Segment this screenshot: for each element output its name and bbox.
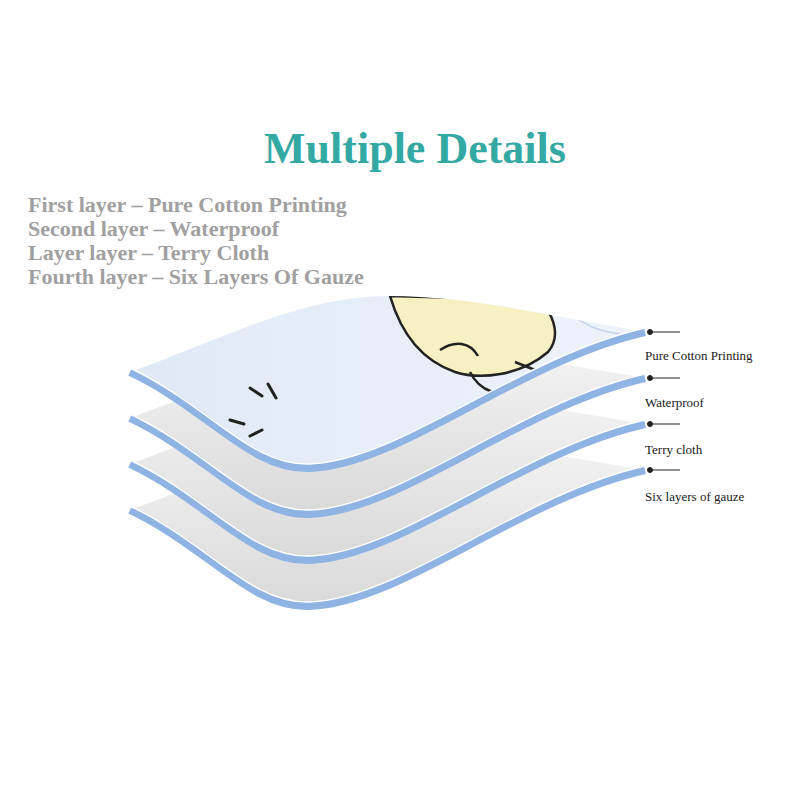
cartoon-marks (230, 384, 276, 436)
layer-description: Fourth layer – Six Layers Of Gauze (28, 265, 364, 289)
sheet-edge-highlight (130, 328, 645, 464)
layer-description: Second layer – Waterproof (28, 217, 279, 241)
cartoon-lines (440, 344, 540, 394)
cartoon-marks (560, 300, 620, 334)
sheet-surface (130, 296, 645, 468)
leader-line (650, 332, 680, 333)
callout-label: Six layers of gauze (645, 489, 744, 505)
cartoon-shape (390, 296, 555, 376)
layer-description: First layer – Pure Cotton Printing (28, 193, 347, 217)
heading: Multiple Details (264, 124, 566, 174)
layer-description: Layer layer – Terry Cloth (28, 241, 269, 265)
callout-label: Waterproof (645, 395, 704, 411)
callout-label: Pure Cotton Printing (645, 348, 753, 364)
leader-dot (648, 422, 653, 427)
sheet-edge (130, 332, 645, 468)
leader-dot (648, 330, 653, 335)
leader-dot (648, 468, 653, 473)
leader-dot (648, 376, 653, 381)
leader-line (650, 378, 680, 379)
cartoon-print (230, 296, 620, 436)
callout-label: Terry cloth (645, 442, 702, 458)
leader-line (650, 470, 680, 471)
leader-line (650, 424, 680, 425)
printed-cotton-layer (130, 296, 645, 468)
